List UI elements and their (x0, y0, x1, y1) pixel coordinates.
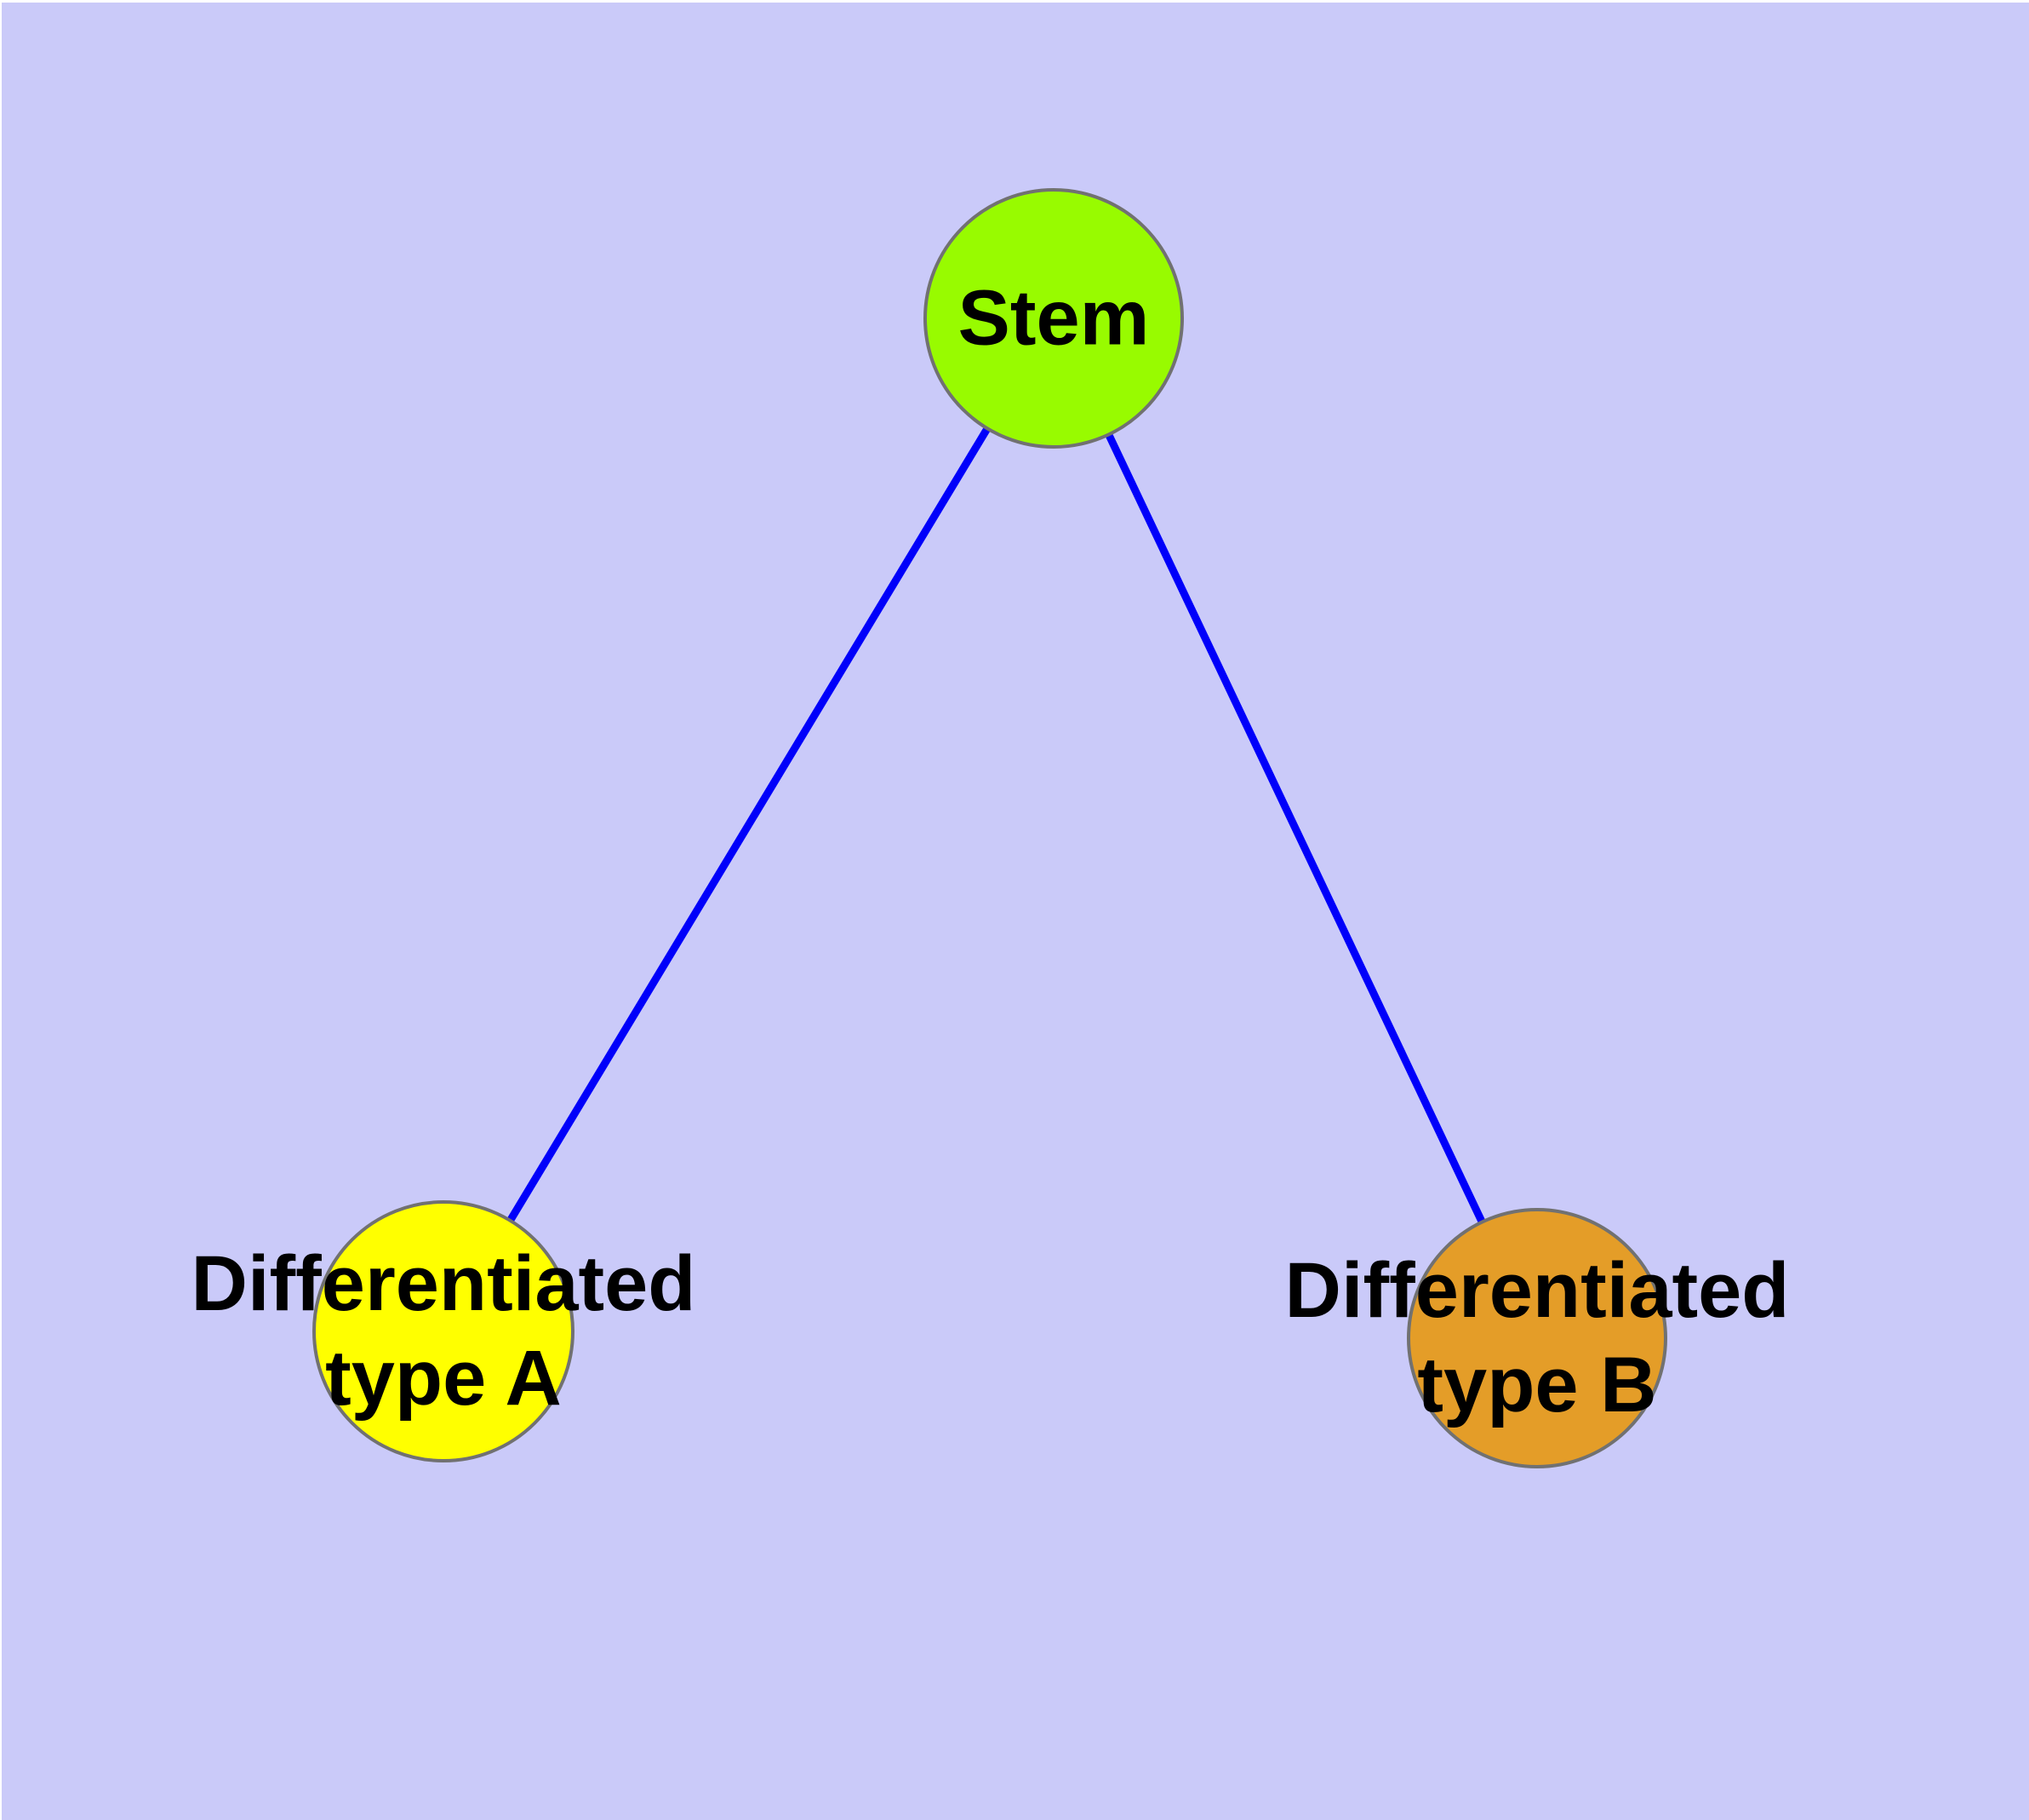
edge-stem-to-type-b (1049, 317, 1541, 1340)
edge-stem-to-type-a (440, 316, 1057, 1334)
type-b-node-label: Differentiated type B (1285, 1244, 1790, 1433)
stem-node-label-text: Stem (957, 274, 1150, 362)
type-a-label-line1: Differentiated (191, 1240, 696, 1327)
stem-node-circle (923, 188, 1184, 449)
type-b-label-line1: Differentiated (1284, 1247, 1790, 1334)
type-a-label-line2: type A (325, 1335, 562, 1422)
type-a-node-circle (312, 1200, 574, 1462)
type-b-label-line2: type B (1417, 1342, 1657, 1428)
stem-node-label: Stem (958, 272, 1150, 366)
type-a-node-label: Differentiated type A (191, 1237, 696, 1426)
type-b-node-circle (1407, 1208, 1667, 1468)
